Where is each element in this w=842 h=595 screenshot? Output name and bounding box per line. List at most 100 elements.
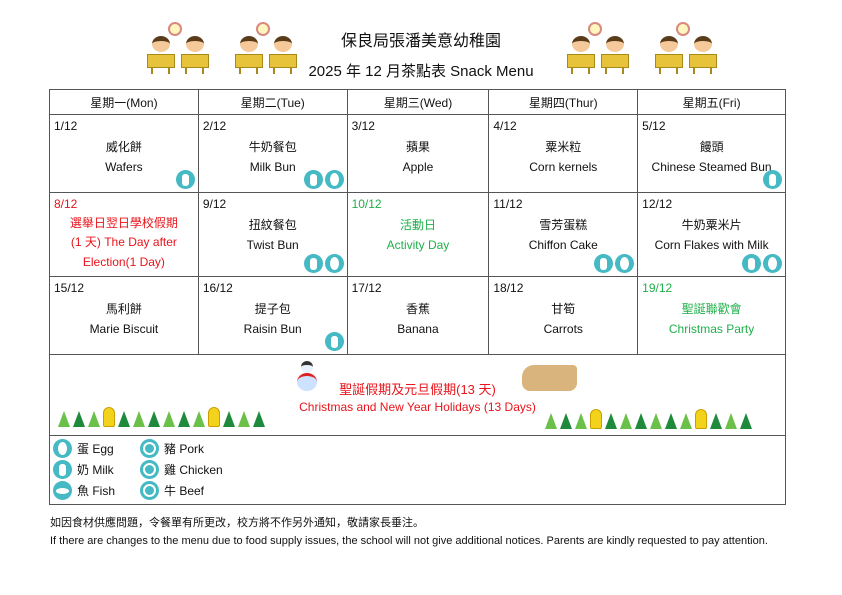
tree-icon xyxy=(58,411,70,427)
weekday-header: 星期五(Fri) xyxy=(637,89,786,115)
date-label: 9/12 xyxy=(202,197,227,211)
egg-icon xyxy=(615,254,635,273)
tree-icon xyxy=(740,413,752,429)
child-at-desk-icon xyxy=(180,22,210,74)
date-label: 17/12 xyxy=(351,281,382,295)
tree-icon xyxy=(88,411,100,427)
day-cell: 1/12 威化餅 Wafers xyxy=(49,114,199,193)
legend-label: 蛋 Egg xyxy=(77,442,114,456)
legend-item: 牛 Beef xyxy=(140,481,204,500)
allergen-icons xyxy=(742,254,782,273)
date-label: 16/12 xyxy=(202,281,233,295)
day-cell: 2/12 牛奶餐包 Milk Bun xyxy=(197,114,348,193)
holiday-en: Christmas and New Year Holidays (13 Days… xyxy=(299,400,536,414)
legend-item: 魚 Fish xyxy=(53,481,115,500)
legend-label: 豬 Pork xyxy=(164,442,205,456)
tree-icon xyxy=(650,413,662,429)
tree-icon xyxy=(238,411,250,427)
tree-decoration-right xyxy=(545,409,752,429)
snack-zh: 牛奶餐包 xyxy=(248,140,297,154)
snack-zh: 甘筍 xyxy=(551,302,576,316)
date-label: 19/12 xyxy=(642,281,673,295)
snack-zh: 香蕉 xyxy=(405,302,430,316)
legend-item: 蛋 Egg xyxy=(53,439,114,458)
allergen-icons xyxy=(324,332,344,351)
date-label: 8/12 xyxy=(54,197,78,211)
weekday-header: 星期一(Mon) xyxy=(49,89,199,115)
snack-zh: 提子包 xyxy=(254,302,291,316)
snack-zh: 扭紋餐包 xyxy=(248,218,297,232)
tree-icon xyxy=(133,411,145,427)
legend-label: 牛 Beef xyxy=(164,484,205,498)
date-label: 5/12 xyxy=(642,119,666,133)
snack-en: Wafers xyxy=(105,160,143,174)
kids-illustration-left xyxy=(146,22,316,74)
tree-icon xyxy=(163,411,175,427)
tree-icon xyxy=(73,411,85,427)
weekday-header: 星期三(Wed) xyxy=(346,89,490,115)
milk-icon xyxy=(175,170,195,189)
egg-icon xyxy=(324,254,344,273)
tree-icon xyxy=(178,411,190,427)
beef-icon xyxy=(140,481,159,500)
egg-icon xyxy=(324,170,344,189)
snack-zh: 聖誕聯歡會 xyxy=(681,302,742,316)
snack-en: Carrots xyxy=(543,322,583,336)
legend-label: 雞 Chicken xyxy=(164,463,223,477)
child-at-desk-icon xyxy=(566,22,596,74)
bell-icon xyxy=(590,409,602,429)
child-at-desk-icon xyxy=(146,22,176,74)
milk-icon xyxy=(303,170,323,189)
snowman-icon xyxy=(296,361,318,395)
santa-sleigh-icon xyxy=(522,365,577,391)
snack-en: Milk Bun xyxy=(249,160,296,174)
date-label: 3/12 xyxy=(351,119,375,133)
tree-icon xyxy=(223,411,235,427)
date-label: 2/12 xyxy=(202,119,227,133)
bell-icon xyxy=(695,409,707,429)
fish-icon xyxy=(53,481,72,500)
snack-en: Corn Flakes with Milk xyxy=(654,238,769,252)
tree-icon xyxy=(710,413,722,429)
tree-icon xyxy=(725,413,737,429)
snack-en: Chiffon Cake xyxy=(528,238,598,252)
snack-zh: 威化餅 xyxy=(105,140,142,154)
child-at-desk-icon xyxy=(268,22,298,74)
weekday-header: 星期二(Tue) xyxy=(197,89,348,115)
holiday-row: 聖誕假期及元旦假期(13 天) Christmas and New Year H… xyxy=(49,354,786,436)
legend-label: 魚 Fish xyxy=(77,484,116,498)
tree-icon xyxy=(118,411,130,427)
tree-icon xyxy=(680,413,692,429)
legend-item: 奶 Milk xyxy=(53,460,114,479)
egg-icon xyxy=(763,254,782,273)
allergen-icons xyxy=(303,170,344,189)
tree-icon xyxy=(193,411,205,427)
menu-title: 2025 年 12 月茶點表 Snack Menu xyxy=(308,63,534,80)
snack-zh: 饅頭 xyxy=(699,140,724,154)
tree-icon xyxy=(605,413,617,429)
clock-icon xyxy=(168,22,182,36)
clock-icon xyxy=(256,22,270,36)
chicken-icon xyxy=(140,460,159,479)
legend-item: 雞 Chicken xyxy=(140,460,223,479)
allergen-icons xyxy=(303,254,344,273)
tree-icon xyxy=(253,411,265,427)
date-label: 11/12 xyxy=(493,197,523,211)
snack-zh: 馬利餅 xyxy=(105,302,142,316)
bell-icon xyxy=(103,407,115,427)
legend-item: 豬 Pork xyxy=(140,439,204,458)
child-at-desk-icon xyxy=(600,22,630,74)
tree-icon xyxy=(575,413,587,429)
date-label: 4/12 xyxy=(493,119,517,133)
bell-icon xyxy=(208,407,220,427)
date-label: 12/12 xyxy=(642,197,673,211)
date-label: 1/12 xyxy=(54,119,78,133)
